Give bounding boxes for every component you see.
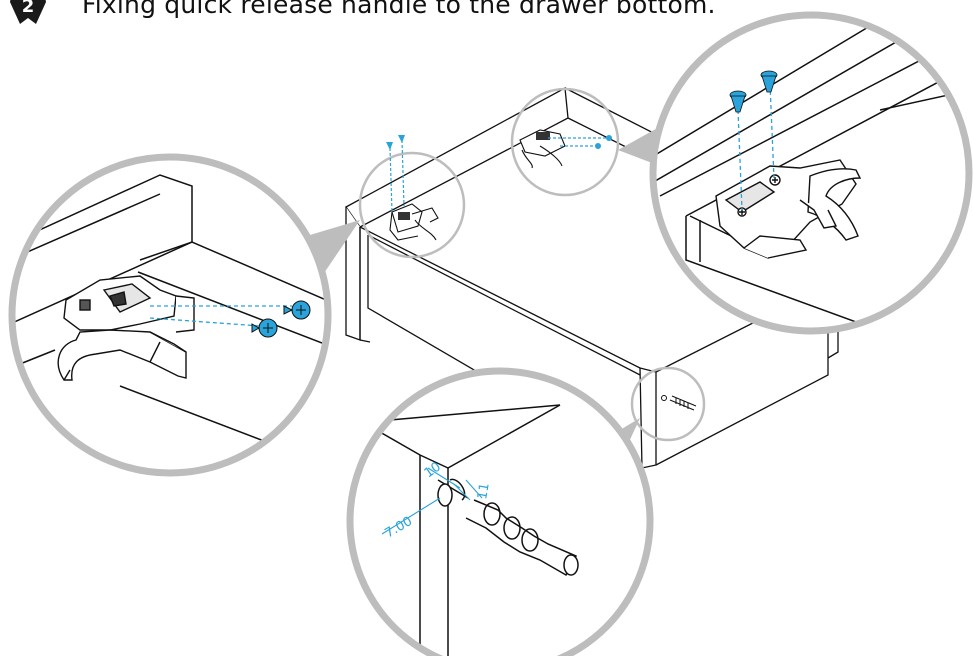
callout-circle-left-small: [358, 151, 466, 259]
step-number-badge: 2: [10, 0, 46, 24]
screw-icon: [729, 70, 778, 113]
zoom-right-ring: [649, 11, 973, 335]
zoom-right: [653, 15, 969, 331]
dimension-hole-depth: 11: [475, 482, 493, 501]
screw-icon: [386, 135, 612, 150]
step-instruction: Fixing quick release handle to the drawe…: [82, 0, 716, 19]
zoom-left: [12, 157, 328, 473]
dowel-small: [661, 395, 697, 411]
quick-release-handle-detail: [715, 159, 862, 259]
quick-release-handle-detail: [57, 275, 195, 381]
zoom-bottom-ring: [346, 367, 654, 656]
step-number: 2: [22, 0, 35, 17]
zoom-left-ring: [8, 153, 332, 477]
callout-circle-dowel-small: [630, 366, 706, 442]
screw-icon: [251, 300, 311, 338]
handle-left-small: [389, 203, 439, 241]
callout-circle-right-small: [510, 87, 620, 197]
zoom-bottom: 10 11 7.00: [350, 371, 650, 656]
dimension-lines: [381, 467, 483, 535]
